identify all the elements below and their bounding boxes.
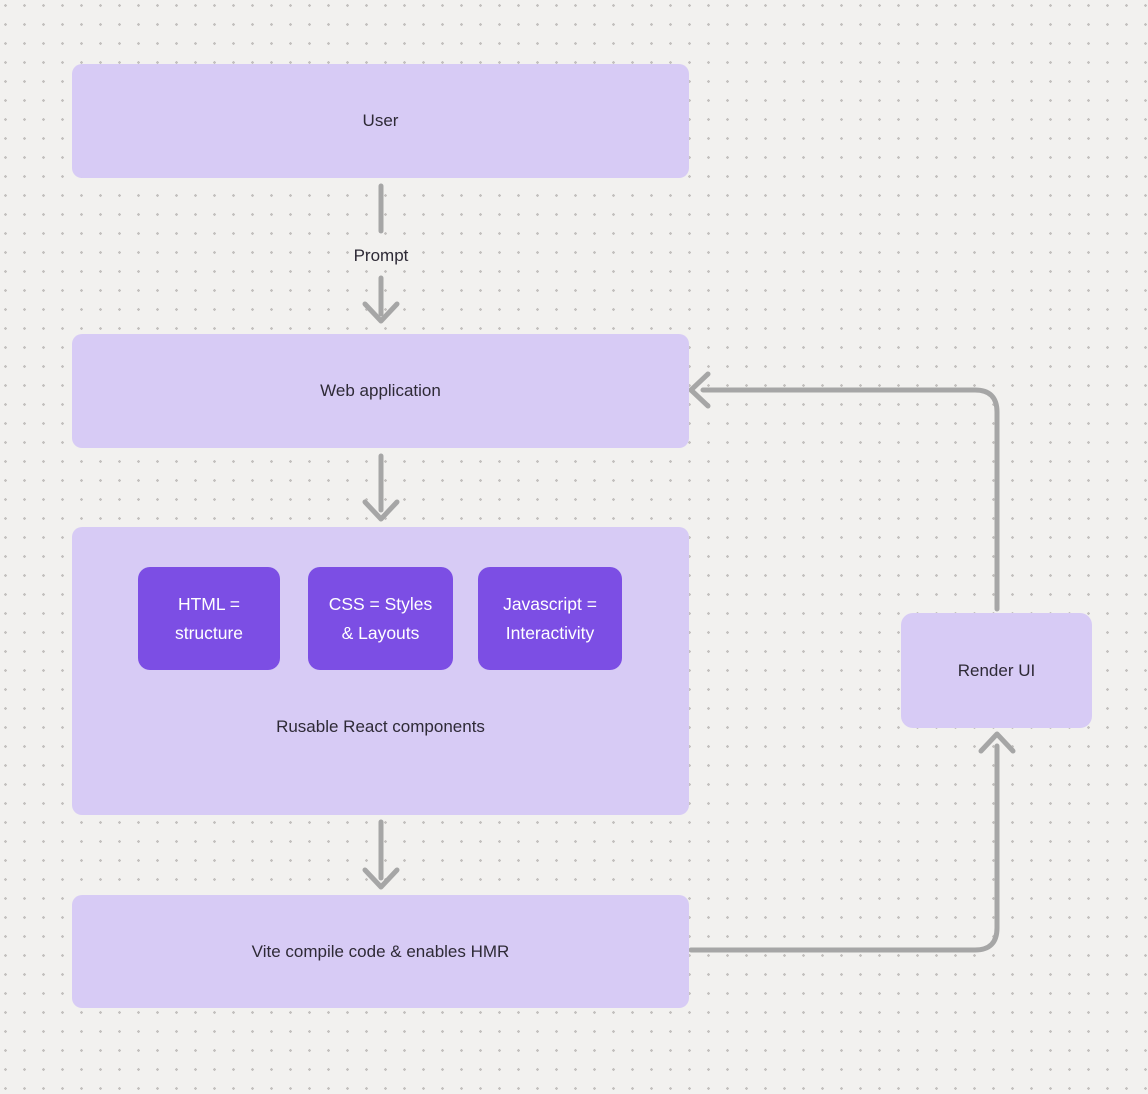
node-components-container: HTML = structure CSS = Styles & Layouts … [72, 527, 689, 815]
arrow-renderui-to-webapp [700, 387, 1000, 612]
node-user-label: User [362, 111, 399, 130]
node-web-application-label: Web application [320, 381, 441, 400]
edge-label-prompt: Prompt [353, 246, 409, 265]
node-vite-label: Vite compile code & enables HMR [251, 941, 510, 961]
arrow-vite-to-renderui [688, 743, 1000, 953]
node-css-label: CSS = Styles & Layouts [328, 593, 433, 643]
components-caption: Rusable React components [276, 717, 485, 736]
node-javascript-label: Javascript = Interactivity [503, 593, 597, 643]
arrowhead-down-webapp [362, 301, 400, 324]
arrowhead-down-vite [362, 867, 400, 890]
node-web-application: Web application [72, 334, 689, 448]
node-user: User [72, 64, 689, 178]
arrowhead-down-components [362, 499, 400, 522]
node-html: HTML = structure [138, 567, 280, 670]
arrowhead-left-webapp [688, 371, 711, 409]
node-vite: Vite compile code & enables HMR [72, 895, 689, 1008]
node-css: CSS = Styles & Layouts [308, 567, 453, 670]
arrowhead-up-renderui [978, 731, 1016, 754]
node-render-ui: Render UI [901, 613, 1092, 728]
node-javascript: Javascript = Interactivity [478, 567, 622, 670]
node-html-label: HTML = structure [174, 593, 244, 643]
node-render-ui-label: Render UI [957, 660, 1036, 680]
